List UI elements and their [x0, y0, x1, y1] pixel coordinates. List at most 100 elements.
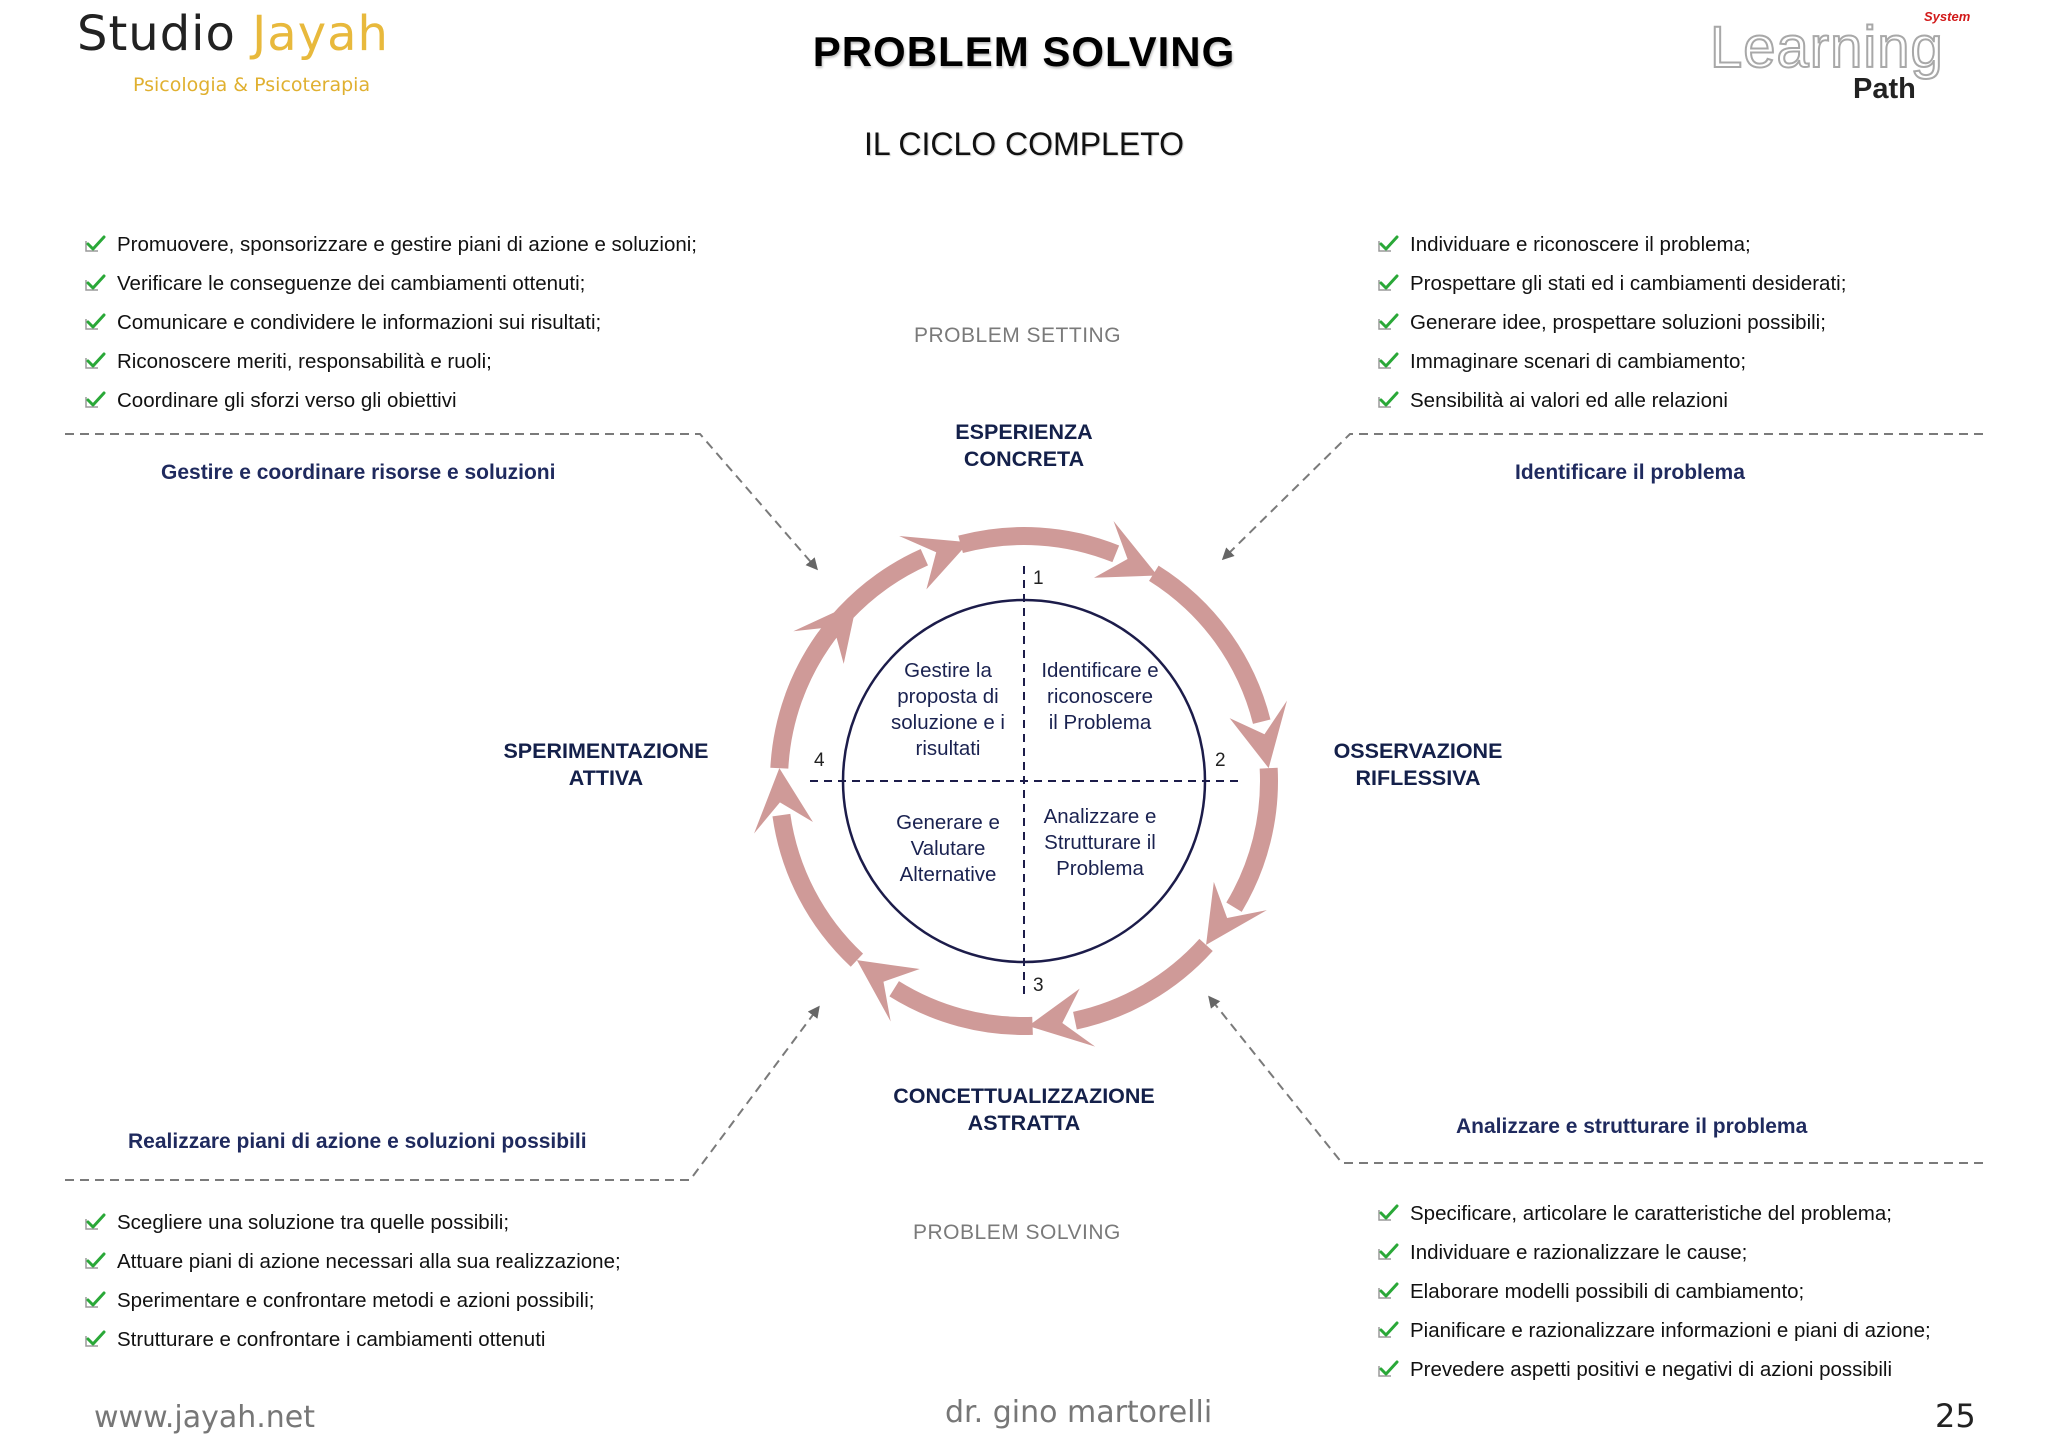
bullet-item: Coordinare gli sforzi verso gli obiettiv… — [84, 387, 697, 426]
bullet-item: Strutturare e confrontare i cambiamenti … — [84, 1326, 621, 1365]
bullet-item: Sensibilità ai valori ed alle relazioni — [1377, 387, 1846, 426]
bullet-text: Coordinare gli sforzi verso gli obiettiv… — [117, 389, 457, 412]
logo-name-part2: Jayah — [252, 6, 389, 62]
check-icon — [85, 274, 106, 291]
cycle-arrows — [754, 520, 1287, 1047]
bullet-item: Prevedere aspetti positivi e negativi di… — [1377, 1356, 1931, 1395]
check-icon — [85, 235, 106, 252]
quad-line: Alternative — [899, 863, 997, 886]
page-subtitle: IL CICLO COMPLETO — [863, 126, 1185, 162]
quadrant-number-1: 1 — [1033, 568, 1044, 589]
stage-sperimentazione-attiva: SPERIMENTAZIONE ATTIVA — [491, 738, 721, 792]
bullet-list-top-left: Promuovere, sponsorizzare e gestire pian… — [84, 231, 697, 426]
stage-line: CONCETTUALIZZAZIONE — [893, 1084, 1155, 1108]
stage-line: RIFLESSIVA — [1355, 766, 1481, 790]
cycle-arrow-body — [1226, 767, 1278, 912]
stage-line: OSSERVAZIONE — [1333, 739, 1503, 763]
bullet-item: Specificare, articolare le caratteristic… — [1377, 1200, 1931, 1239]
quad-line: Strutturare il — [1044, 831, 1156, 854]
bullet-list-top-right: Individuare e riconoscere il problema; Pr… — [1377, 231, 1846, 426]
cycle-arrowhead-icon — [856, 960, 920, 1022]
cycle-arrowhead-icon — [1093, 520, 1158, 578]
stage-line: ATTIVA — [568, 766, 644, 790]
bullet-list-bottom-right: Specificare, articolare le caratteristic… — [1377, 1200, 1931, 1395]
bullet-text: Individuare e riconoscere il problema; — [1410, 233, 1751, 256]
phase-label-top: PROBLEM SETTING — [914, 324, 1122, 347]
quad-line: Identificare e — [1041, 659, 1159, 682]
learning-path-logo-learning: Learning — [1709, 14, 1944, 81]
check-icon — [85, 391, 106, 408]
quad-line: Analizzare e — [1043, 805, 1157, 828]
bullet-text: Sensibilità ai valori ed alle relazioni — [1410, 389, 1728, 412]
check-icon — [85, 313, 106, 330]
bullet-item: Attuare piani di azione necessari alla s… — [84, 1248, 621, 1287]
quad-line: il Problema — [1048, 711, 1152, 734]
cycle-arrowhead-icon — [899, 535, 969, 590]
stage-line: SPERIMENTAZIONE — [503, 739, 709, 763]
quadrant-top-left-text: Gestire la proposta di soluzione e i ris… — [868, 658, 1028, 762]
bullet-text: Sperimentare e confrontare metodi e azio… — [117, 1289, 595, 1312]
phase-label-bottom: PROBLEM SOLVING — [913, 1221, 1121, 1244]
cycle-arrowhead-icon — [793, 601, 857, 664]
quad-line: Valutare — [910, 837, 986, 860]
learning-path-logo-system: System — [1924, 9, 1971, 24]
footer-author: dr. gino martorelli — [945, 1395, 1213, 1430]
check-icon — [1378, 391, 1399, 408]
check-icon — [1378, 1360, 1399, 1377]
bullet-item: Verificare le conseguenze dei cambiament… — [84, 270, 697, 309]
quad-line: proposta di — [897, 685, 999, 708]
section-heading-top-right: Identificare il problema — [1515, 461, 1745, 484]
stage-line: ESPERIENZA — [955, 420, 1093, 444]
stage-osservazione-riflessiva: OSSERVAZIONE RIFLESSIVA — [1318, 738, 1518, 792]
bullet-text: Riconoscere meriti, responsabilità e ruo… — [117, 350, 492, 373]
quad-line: Problema — [1056, 857, 1144, 880]
quad-line: Gestire la — [904, 659, 992, 682]
bullet-text: Generare idee, prospettare soluzioni pos… — [1410, 311, 1826, 334]
quadrant-bottom-right-text: Analizzare e Strutturare il Problema — [1020, 804, 1180, 882]
quad-line: risultati — [915, 737, 981, 760]
check-icon — [1378, 313, 1399, 330]
bullet-item: Immaginare scenari di cambiamento; — [1377, 348, 1846, 387]
quadrant-number-2: 2 — [1215, 750, 1226, 771]
check-icon — [85, 1213, 106, 1230]
bottom-left-divider — [65, 1005, 820, 1181]
bullet-text: Elaborare modelli possibili di cambiamen… — [1410, 1280, 1805, 1303]
page-title: PROBLEM SOLVING — [812, 28, 1236, 75]
check-icon — [1378, 352, 1399, 369]
check-icon — [1378, 1204, 1399, 1221]
logo-name-part1: Studio — [77, 6, 253, 62]
cycle-arrow-body — [958, 526, 1120, 563]
cycle-arrow-body — [1149, 565, 1271, 724]
bullet-item: Elaborare modelli possibili di cambiamen… — [1377, 1278, 1931, 1317]
stage-concettualizzazione-astratta: CONCETTUALIZZAZIONE ASTRATTA — [874, 1083, 1174, 1137]
stage-esperienza-concreta: ESPERIENZA CONCRETA — [924, 419, 1124, 473]
bullet-text: Specificare, articolare le caratteristic… — [1410, 1202, 1892, 1225]
quadrant-bottom-left-text: Generare e Valutare Alternative — [868, 810, 1028, 888]
page-number: 25 — [1935, 1397, 1976, 1435]
top-right-divider — [1221, 433, 1983, 561]
bullet-text: Prevedere aspetti positivi e negativi di… — [1410, 1358, 1893, 1381]
cycle-arrowhead-icon — [1028, 988, 1096, 1047]
cycle-arrowhead-icon — [754, 768, 813, 834]
bullet-item: Sperimentare e confrontare metodi e azio… — [84, 1287, 621, 1326]
cycle-arrowhead-icon — [1206, 881, 1267, 945]
quadrant-top-right-text: Identificare e riconoscere il Problema — [1020, 658, 1180, 736]
bullet-text: Verificare le conseguenze dei cambiament… — [117, 272, 586, 295]
cycle-arrow-body — [772, 813, 864, 967]
stage-line: ASTRATTA — [967, 1111, 1081, 1135]
bullet-text: Promuovere, sponsorizzare e gestire pian… — [117, 233, 698, 256]
bullet-text: Attuare piani di azione necessari alla s… — [117, 1250, 621, 1273]
check-icon — [1378, 1282, 1399, 1299]
check-icon — [1378, 235, 1399, 252]
quad-line: riconoscere — [1047, 685, 1153, 708]
bullet-text: Scegliere una soluzione tra quelle possi… — [117, 1211, 510, 1234]
bullet-item: Promuovere, sponsorizzare e gestire pian… — [84, 231, 697, 270]
check-icon — [1378, 1321, 1399, 1338]
stage-line: CONCRETA — [963, 447, 1085, 471]
bullet-item: Riconoscere meriti, responsabilità e ruo… — [84, 348, 697, 387]
bullet-item: Prospettare gli stati ed i cambiamenti d… — [1377, 270, 1846, 309]
cycle-arrow-body — [889, 981, 1033, 1035]
cycle-arrow-body — [770, 631, 834, 769]
check-icon — [85, 352, 106, 369]
